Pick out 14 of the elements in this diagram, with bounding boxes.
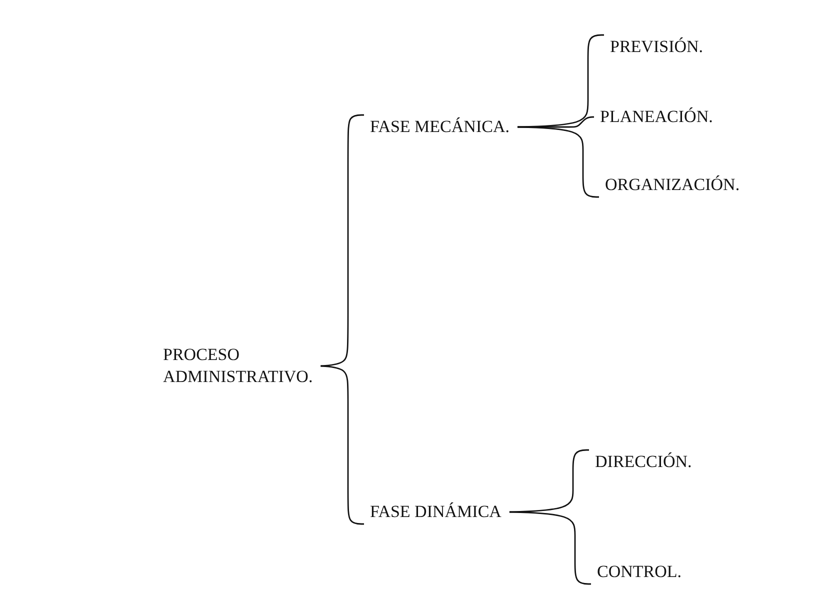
brace-connector [320,114,365,367]
node-label: PREVISIÓN. [610,36,704,58]
brace-connector [508,511,592,585]
node-label: ORGANIZACIÓN. [605,174,740,196]
node-label: DIRECCIÓN. [595,451,692,473]
brace-connector [320,365,365,525]
node-label: PROCESO ADMINISTRATIVO. [163,344,313,388]
node-label: FASE DINÁMICA [370,501,502,523]
brace-connector [508,449,590,513]
node-label: CONTROL. [597,561,682,583]
node-label: PLANEACIÓN. [600,106,713,128]
brace-connector [516,126,600,198]
brace-connector [516,34,605,128]
node-label: FASE MECÁNICA. [370,116,510,138]
